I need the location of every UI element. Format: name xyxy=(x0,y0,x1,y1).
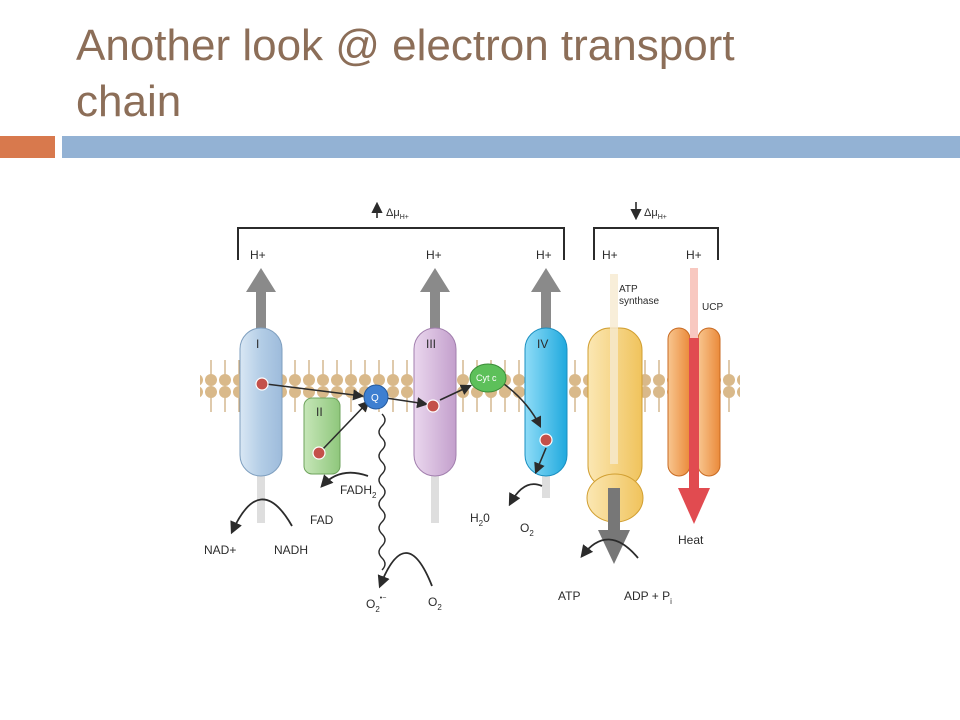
complex-i: I xyxy=(239,327,283,477)
label-adp-pi: ADP + P xyxy=(624,589,670,603)
atp-synthase-label-2: synthase xyxy=(619,296,659,307)
label-adp-pi-subscript: i xyxy=(670,597,672,606)
electron-path xyxy=(265,383,547,475)
complex-iv: IV xyxy=(524,327,568,477)
label-h2o: H xyxy=(470,511,479,525)
title-line-2: chain xyxy=(76,77,182,126)
complex-iv-label: IV xyxy=(537,337,548,351)
title-accent-bar-blue xyxy=(62,136,960,158)
label-superoxide: O xyxy=(366,597,375,611)
complex-stalks xyxy=(257,473,550,523)
svg-text:ATP synthase: ATP synthase xyxy=(619,284,659,307)
label-nad: NAD+ xyxy=(204,543,236,557)
reaction-arcs xyxy=(230,471,639,589)
superoxide-leak-path xyxy=(378,413,386,571)
proton-label-complex-iv: H+ xyxy=(536,248,552,262)
label-h2o-subscript: 2 xyxy=(479,519,484,528)
svg-text:O2: O2 xyxy=(520,521,534,538)
proton-label-ucp: H+ xyxy=(686,248,702,262)
label-o2-right: O xyxy=(520,521,529,535)
label-fadh2: FADH xyxy=(340,483,372,497)
slide-title: Another look @ electron transport chain xyxy=(76,18,936,130)
gradient-down-label: Δμ xyxy=(644,207,658,219)
gradient-bracket-right xyxy=(593,227,719,260)
atp-synthase-label-1: ATP xyxy=(619,284,638,295)
label-o2-bottom: O xyxy=(428,595,437,609)
label-h2o-tail: 0 xyxy=(483,511,490,525)
label-o2-bottom-subscript: 2 xyxy=(437,603,442,612)
label-nadh: NADH xyxy=(274,543,308,557)
proton-pump-arrows xyxy=(246,268,561,330)
ucp-label: UCP xyxy=(702,302,723,313)
svg-text:H20: H20 xyxy=(470,511,490,528)
atp-synthase: ATP synthase xyxy=(586,274,659,564)
ubiquinone-label: Q xyxy=(371,393,379,404)
uncoupling-protein: UCP xyxy=(667,268,723,524)
title-line-1: Another look @ electron transport xyxy=(76,21,735,70)
svg-text:O2•−: O2•− xyxy=(366,595,386,614)
gradient-up-subscript: H+ xyxy=(400,214,409,221)
complex-i-label: I xyxy=(256,337,259,351)
proton-label-complex-iii: H+ xyxy=(426,248,442,262)
label-superoxide-superscript: •− xyxy=(380,595,387,602)
svg-text:ΔμH+: ΔμH+ xyxy=(386,207,409,221)
label-atp: ATP xyxy=(558,589,580,603)
label-fadh2-subscript: 2 xyxy=(372,491,377,500)
svg-text:O2: O2 xyxy=(428,595,442,612)
ubiquinone-q: Q xyxy=(363,384,389,410)
gradient-bracket-left xyxy=(237,227,565,260)
svg-text:ΔμH+: ΔμH+ xyxy=(644,207,667,221)
cytochrome-c-label: Cyt c xyxy=(476,373,497,383)
svg-text:FADH2: FADH2 xyxy=(340,483,377,500)
gradient-up-label: Δμ xyxy=(386,207,400,219)
label-superoxide-subscript: 2 xyxy=(375,605,380,614)
svg-text:ADP + Pi: ADP + Pi xyxy=(624,589,672,606)
label-o2-right-subscript: 2 xyxy=(529,529,534,538)
label-fad: FAD xyxy=(310,513,334,527)
proton-label-complex-i: H+ xyxy=(250,248,266,262)
complex-iii-label: III xyxy=(426,337,436,351)
proton-label-atp-synthase: H+ xyxy=(602,248,618,262)
label-heat: Heat xyxy=(678,533,704,547)
electron-transport-chain-diagram: ΔμH+ ΔμH+ H+ H+ H+ H+ H+ I II III IV xyxy=(200,201,740,614)
title-accent-bar-orange xyxy=(0,136,55,158)
cytochrome-c: Cyt c xyxy=(469,363,507,393)
complex-ii-label: II xyxy=(316,405,323,419)
redox-centres xyxy=(255,377,553,460)
gradient-down-subscript: H+ xyxy=(658,214,667,221)
